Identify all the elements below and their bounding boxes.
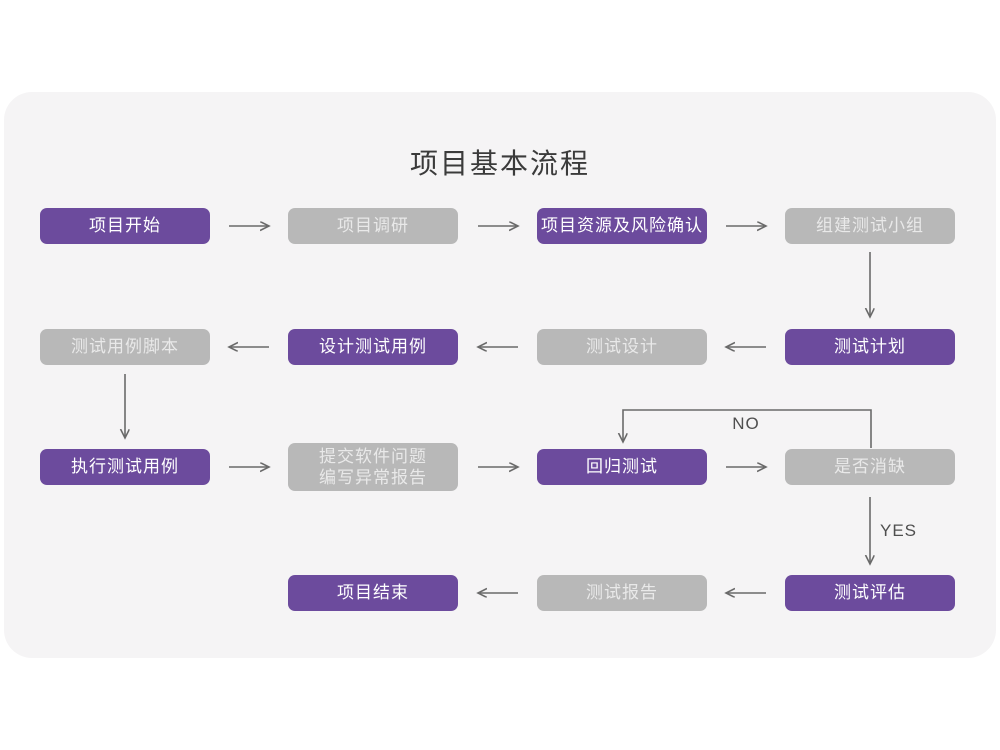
- edge-label-no: NO: [732, 414, 760, 433]
- flow-node-regression-test: 回归测试: [537, 449, 707, 485]
- flow-node-test-design: 测试设计: [537, 329, 707, 365]
- flow-node-resource-risk-confirm: 项目资源及风险确认: [537, 208, 707, 244]
- flow-node-project-end: 项目结束: [288, 575, 458, 611]
- flow-node-project-start: 项目开始: [40, 208, 210, 244]
- edge-label-yes: YES: [880, 521, 918, 540]
- flow-node-project-research: 项目调研: [288, 208, 458, 244]
- flow-node-test-evaluation: 测试评估: [785, 575, 955, 611]
- flowchart-card: [4, 92, 996, 658]
- flow-node-execute-test-case: 执行测试用例: [40, 449, 210, 485]
- flow-node-test-case-script: 测试用例脚本: [40, 329, 210, 365]
- flow-node-test-plan: 测试计划: [785, 329, 955, 365]
- flow-node-test-report: 测试报告: [537, 575, 707, 611]
- flow-node-form-test-team: 组建测试小组: [785, 208, 955, 244]
- page-title: 项目基本流程: [409, 148, 590, 179]
- flow-node-defect-eliminated: 是否消缺: [785, 449, 955, 485]
- flow-node-design-test-case: 设计测试用例: [288, 329, 458, 365]
- flow-node-submit-issue-report: 提交软件问题 编写异常报告: [288, 443, 458, 491]
